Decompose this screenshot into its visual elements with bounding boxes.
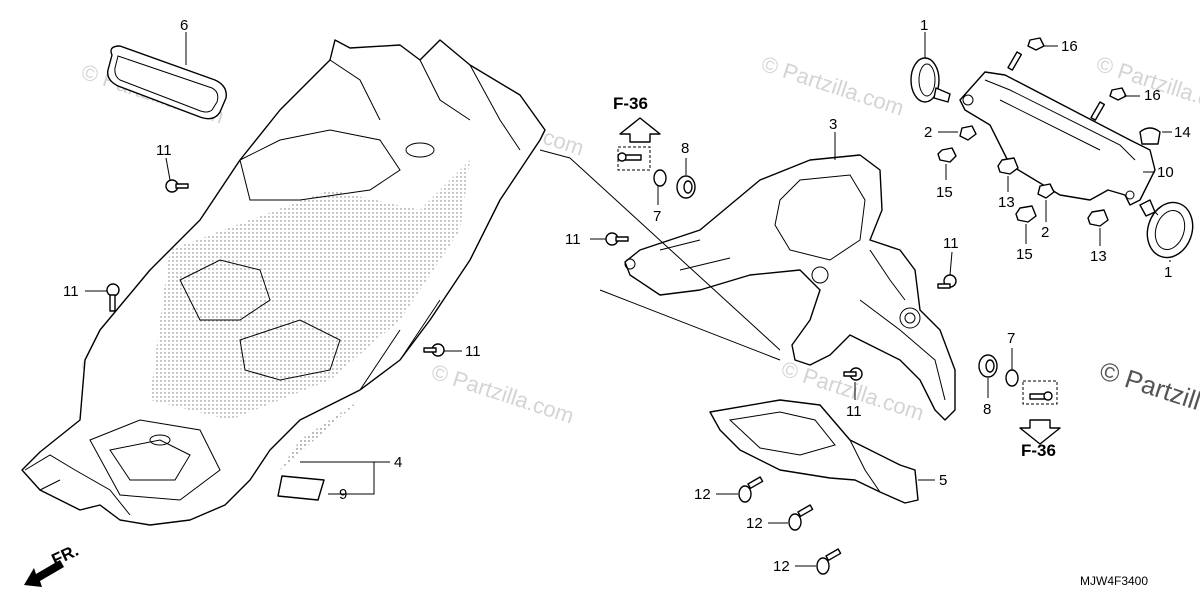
watermark: © Partzilla.com [428,359,577,429]
callout-11: 11 [565,231,581,248]
callout-3: 3 [829,116,837,133]
ref-top-group: F-36 [613,94,661,171]
watermark-edge: © Partzill [1096,355,1200,416]
ref-label-top: F-36 [613,94,648,113]
callout-7: 7 [1007,330,1015,347]
diagram-code: MJW4F3400 [1080,574,1148,588]
ref-bottom-group: F-36 [1019,380,1061,460]
callout-9: 9 [339,486,347,503]
callout-13: 13 [1090,248,1107,265]
seal-ring-part [107,45,227,120]
callout-8: 8 [681,140,689,157]
callout-11: 11 [156,142,172,159]
callout-10: 10 [1157,164,1174,181]
callout-11: 11 [846,403,862,420]
callout-16: 16 [1061,38,1078,55]
label-part [277,475,325,501]
callout-4: 4 [394,454,402,471]
callout-5: 5 [939,472,947,489]
callout-2: 2 [1041,224,1049,241]
callout-11: 11 [63,283,79,300]
callout-6: 6 [180,17,188,34]
callout-12: 12 [746,515,763,532]
callout-11: 11 [465,343,481,360]
callout-16: 16 [1144,87,1161,104]
callout-7: 7 [653,208,661,225]
callout-13: 13 [998,194,1015,211]
splash-guard-part [709,399,919,504]
callout-1: 1 [920,17,928,34]
hardware-group [106,37,1161,575]
callout-1: 1 [1164,264,1172,281]
callout-12: 12 [773,558,790,575]
rear-fender-part [624,154,956,421]
watermark: © Partzilla.com [1093,51,1200,121]
callout-11: 11 [943,235,959,252]
callout-14: 14 [1174,124,1191,141]
callout-15: 15 [936,184,953,201]
callout-8: 8 [983,401,991,418]
watermark: © Partzilla.com [758,51,907,121]
ref-label-bottom: F-36 [1021,441,1056,460]
reflector-bracket-part [959,71,1156,206]
callout-2: 2 [924,124,932,141]
leader-lines [85,32,1172,567]
reflector-part-lower [1139,199,1194,259]
inner-fender-part [21,39,546,526]
front-arrow-group: FR. [24,541,82,587]
callout-12: 12 [694,486,711,503]
callout-15: 15 [1016,246,1033,263]
callout-labels: 6 11 11 11 4 9 7 8 3 11 11 11 7 8 5 12 1… [63,17,1191,575]
reflector-part-upper [910,57,951,103]
